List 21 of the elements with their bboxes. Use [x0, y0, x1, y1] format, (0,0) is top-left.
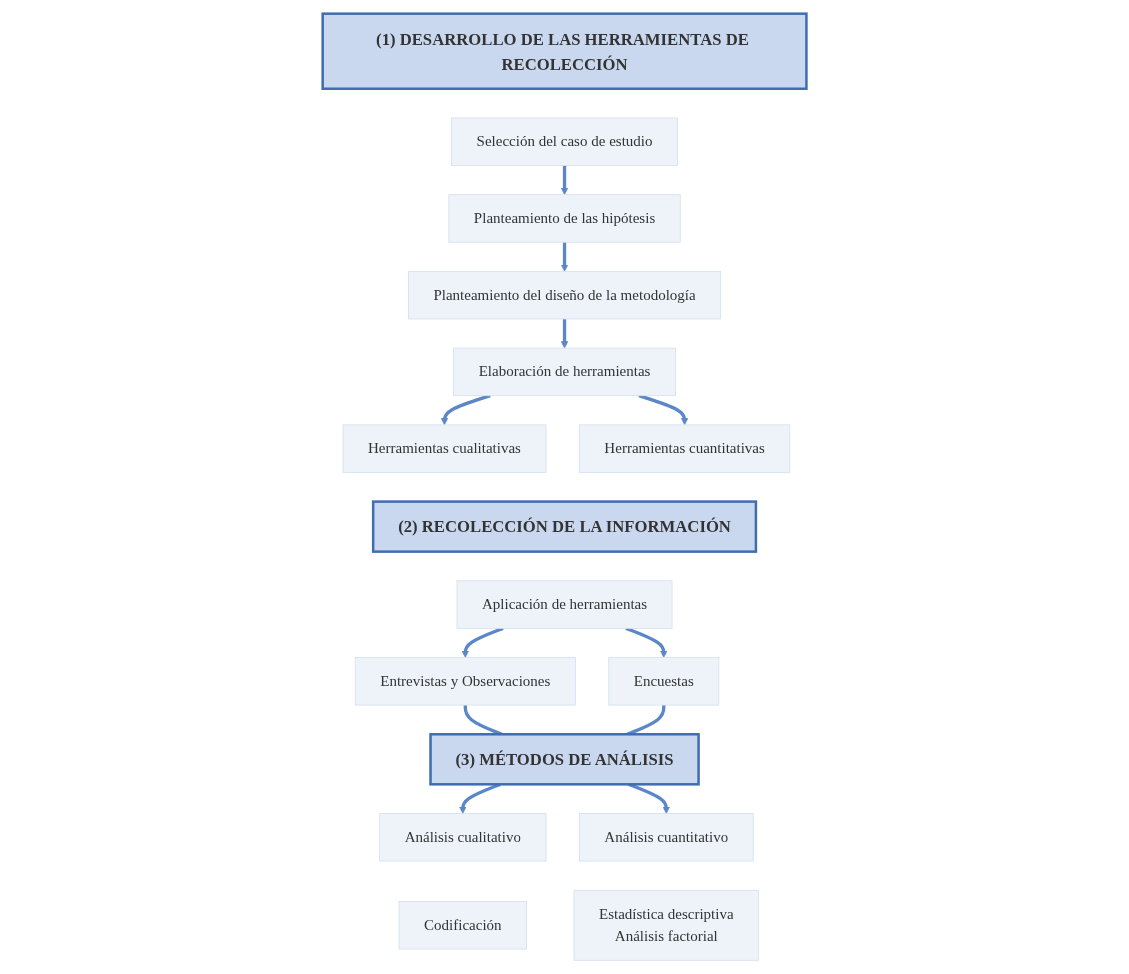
node-box: Entrevistas y Observaciones [354, 657, 576, 706]
arrow [440, 394, 491, 426]
arrow [560, 242, 569, 272]
node-box: Planteamiento de las hipótesis [448, 194, 681, 243]
node-box: (3) MÉTODOS DE ANÁLISIS [429, 733, 700, 786]
arrow [560, 318, 569, 349]
node-box: Selección del caso de estudio [451, 117, 678, 166]
arrow [560, 165, 569, 195]
node-box: Estadística descriptiva Análisis factorial [573, 889, 759, 961]
node-box: Codificación [398, 901, 527, 950]
node-box: (2) RECOLECCIÓN DE LA INFORMACIÓN [371, 500, 758, 553]
node-box: (1) DESARROLLO DE LAS HERRAMIENTAS DE RECOLECCIÓN [321, 12, 808, 90]
node-box: Análisis cualitativo [379, 813, 547, 862]
arrow [638, 394, 689, 426]
node-box: Encuestas [608, 657, 720, 706]
node-box: Elaboración de herramientas [453, 347, 676, 397]
node-box: Aplicación de herramientas [456, 580, 673, 629]
node-box: Análisis cuantitativo [578, 813, 754, 862]
node-box: Herramientas cualitativas [342, 424, 547, 473]
node-box: Planteamiento del diseño de la metodología [407, 270, 722, 320]
node-box: Herramientas cuantitativas [578, 424, 791, 473]
